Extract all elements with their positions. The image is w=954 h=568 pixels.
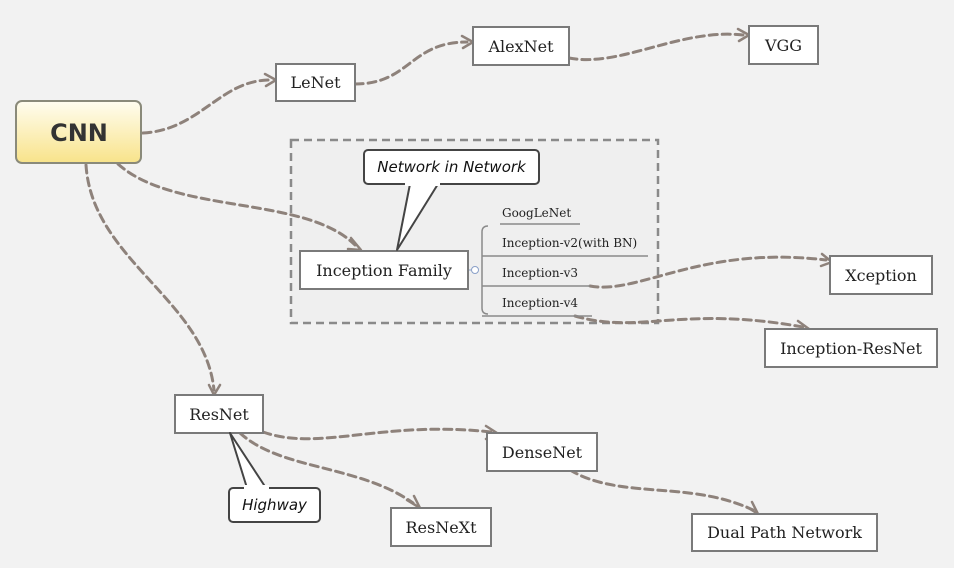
node-densenet-box [486,432,598,472]
subtopic-inception-v2[interactable]: Inception-v2(with BN) [502,236,637,250]
root-node-label: CNN [50,119,108,147]
callout-highway-label: Highway [242,496,308,514]
root-node-cnn[interactable]: CNN [15,100,142,164]
node-dual-path-network-box [691,513,878,552]
inception-subtopics: GoogLeNet Inception-v2(with BN) Inceptio… [469,206,648,317]
node-vgg-box [748,25,819,65]
node-inception-family-box [299,250,469,290]
node-resnext-box [390,507,492,547]
node-inception-resnet-label: Inception-ResNet [780,339,922,358]
callout-network-in-network-pointer [396,183,439,251]
root-node-box [15,100,142,164]
callout-highway[interactable]: Highway [228,432,321,523]
node-densenet[interactable]: DenseNet [486,432,598,472]
subtopic-googlenet[interactable]: GoogLeNet [502,206,571,220]
node-dual-path-network[interactable]: Dual Path Network [691,513,878,552]
node-resnext[interactable]: ResNeXt [390,507,492,547]
node-inception-family-label: Inception Family [316,261,452,280]
node-xception-box [829,255,933,295]
edge-densenet-dual-path-network-arrowhead [745,500,760,516]
edge-densenet-dual-path-network [568,468,755,512]
node-xception[interactable]: Xception [829,255,933,295]
edge-resnet-densenet [261,427,493,441]
node-alexnet-box [472,26,570,66]
subtopic-inception-v4[interactable]: Inception-v4 [502,296,578,310]
edge-resnet-resnext [238,431,415,505]
edge-cnn-lenet [141,78,272,135]
callout-network-in-network[interactable]: Network in Network [363,149,540,251]
edge-cnn-resnet [84,163,216,392]
subtopic-inception-v3[interactable]: Inception-v3 [502,266,578,280]
node-lenet-label: LeNet [291,73,342,92]
node-resnet-box [174,394,264,434]
collapse-toggle-icon[interactable] [471,266,479,274]
node-lenet-box [275,63,356,102]
node-alexnet-label: AlexNet [487,37,554,56]
node-resnet[interactable]: ResNet [174,394,264,434]
edge-inception-v3-xception [588,255,828,289]
edge-lenet-alexnet [353,40,469,86]
subtopic-bracket [481,225,489,315]
node-resnet-label: ResNet [189,405,249,424]
node-densenet-label: DenseNet [502,443,583,462]
node-lenet[interactable]: LeNet [275,63,356,102]
node-vgg[interactable]: VGG [748,25,819,65]
callout-highway-box [228,487,321,523]
connectors [84,27,834,516]
node-vgg-label: VGG [764,36,802,55]
node-inception-family[interactable]: Inception Family [299,250,469,290]
edge-inception-v4-inception-resnet [573,314,805,329]
edge-alexnet-vgg [567,32,745,62]
node-xception-label: Xception [845,266,917,285]
callout-highway-join [244,485,269,490]
edge-cnn-inception-family [116,162,357,247]
node-resnext-label: ResNeXt [405,518,477,537]
callout-network-in-network-join [405,182,440,186]
node-inception-resnet[interactable]: Inception-ResNet [764,328,938,368]
callout-highway-pointer [229,432,267,489]
node-dual-path-network-label: Dual Path Network [707,523,862,542]
node-alexnet[interactable]: AlexNet [472,26,570,66]
callout-network-in-network-label: Network in Network [377,158,527,176]
callout-network-in-network-box [363,149,540,185]
node-inception-resnet-box [764,328,938,368]
